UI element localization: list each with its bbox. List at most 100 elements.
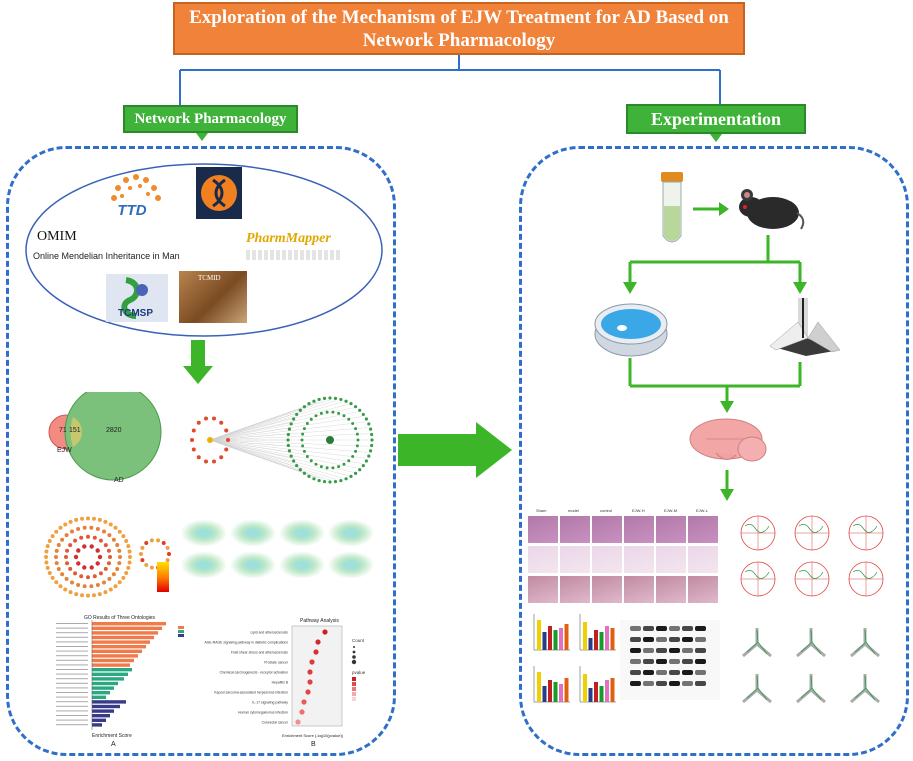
go-bar — [92, 714, 110, 718]
small-bar — [610, 628, 615, 650]
blot-band — [669, 637, 680, 642]
small-bar — [548, 680, 552, 702]
histology-image — [528, 576, 558, 603]
y-maze-trace — [742, 628, 772, 658]
network-node — [226, 438, 230, 442]
venn-right-label: AD — [114, 477, 124, 484]
water-maze-trace — [848, 561, 884, 597]
histology-column-label: Sham — [536, 508, 547, 513]
color-scale-bar — [157, 562, 169, 592]
histology-column-label: model — [568, 508, 579, 513]
experimentation-panel — [519, 146, 909, 756]
small-bar — [599, 632, 604, 650]
blot-band — [669, 648, 680, 653]
network-node — [196, 420, 201, 425]
small-bar — [559, 628, 563, 650]
small-bar — [605, 626, 609, 650]
blot-band — [695, 648, 706, 653]
pharmmapper-reflection — [246, 250, 340, 260]
go-chart-xlabel: Enrichment Score — [92, 733, 132, 739]
histology-image — [560, 546, 590, 573]
arrow-right-icon — [693, 202, 729, 216]
small-bar — [599, 686, 604, 702]
pathway-dot — [305, 689, 311, 695]
water-maze-trace — [794, 561, 830, 597]
mouse-icon — [739, 189, 805, 230]
small-bar — [537, 672, 541, 702]
go-bar — [92, 631, 158, 635]
pathway-label: Prostate cancer — [264, 661, 289, 665]
blot-band — [630, 681, 641, 686]
go-bar — [92, 658, 134, 663]
pathway-dot — [307, 679, 313, 685]
blot-band — [643, 626, 654, 631]
small-bar — [594, 630, 598, 650]
go-bar — [92, 649, 142, 653]
pathway-dot — [299, 709, 305, 715]
blot-band — [669, 681, 680, 686]
go-chart-title: GO Results of Three Ontologies — [84, 615, 156, 621]
small-bar — [564, 678, 569, 702]
pathway-dot — [313, 649, 319, 655]
water-maze-trace — [740, 515, 776, 551]
database-ellipse — [25, 163, 383, 337]
blot-band — [630, 637, 641, 642]
pathway-chart-xlabel: Enrichment Score (-log10(pvalue)) — [282, 733, 344, 738]
network-node — [224, 447, 229, 452]
small-bar — [559, 684, 563, 702]
go-bar — [92, 635, 154, 640]
y-maze-icon — [769, 298, 841, 356]
histology-image — [592, 576, 622, 603]
network-node — [224, 428, 229, 433]
network-node — [203, 416, 208, 421]
blot-band — [630, 626, 641, 631]
go-bar — [92, 663, 130, 667]
down-arrow-icon — [183, 340, 213, 384]
go-bar — [92, 681, 118, 686]
tcmsp-label: TCMSP — [118, 308, 153, 319]
go-bar — [92, 645, 146, 649]
network-node — [196, 455, 201, 460]
y-maze-trace — [796, 674, 826, 704]
docking-image — [329, 520, 373, 546]
tcmid-logo-icon — [179, 271, 247, 323]
blot-band — [695, 670, 706, 675]
pathway-label: IL-17 signaling pathway — [252, 701, 288, 705]
venn-left-label: EJW — [57, 447, 72, 454]
blot-band — [656, 648, 667, 653]
histology-image — [624, 576, 654, 603]
docking-image — [182, 520, 226, 546]
blot-band — [695, 637, 706, 642]
small-bar — [542, 632, 547, 650]
y-maze-trace-grid — [731, 624, 896, 714]
go-bar — [92, 691, 110, 695]
small-bar — [588, 688, 593, 702]
omim-label: OMIM — [37, 229, 77, 244]
small-bar — [583, 674, 587, 702]
small-bar — [588, 638, 593, 650]
histology-column-label: EJW-L — [696, 508, 708, 513]
pathway-dot — [295, 719, 301, 725]
blot-band — [630, 648, 641, 653]
big-right-arrow-icon — [398, 422, 512, 478]
histology-image — [560, 576, 590, 603]
histology-image — [528, 546, 558, 573]
blot-band — [643, 637, 654, 642]
histology-image — [656, 546, 686, 573]
histology-column-label: control — [600, 508, 613, 513]
experimentation-label: Experimentation — [626, 104, 806, 134]
pathway-label: Lipid and atherosclerosis — [250, 631, 288, 635]
y-maze-trace — [742, 674, 772, 704]
go-bar — [92, 668, 132, 672]
go-bar — [92, 626, 162, 630]
venn-diagram — [48, 392, 162, 481]
pathway-label: Colorectal cancer — [262, 721, 289, 725]
blot-band — [656, 659, 667, 664]
go-bar — [92, 709, 114, 713]
go-panel-label: A — [111, 741, 116, 748]
venn-left-value: 71 — [59, 427, 67, 434]
blot-band — [656, 637, 667, 642]
